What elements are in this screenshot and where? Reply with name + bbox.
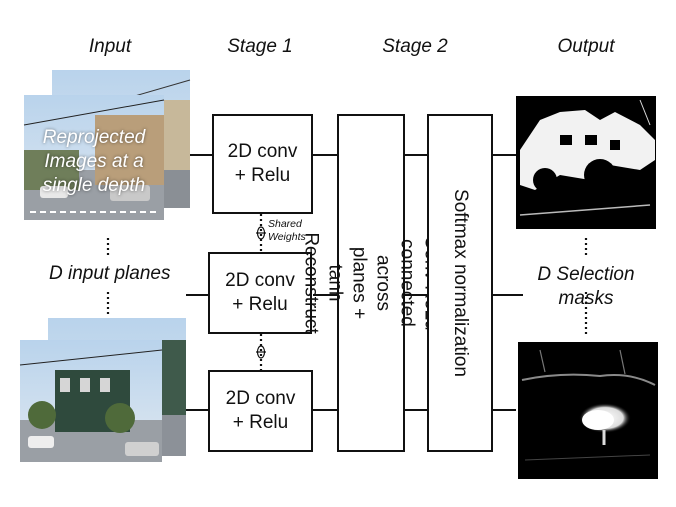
header-input: Input [88,36,132,57]
selection-masks-label: D Selection masks [537,264,635,309]
stage2-conv-box: Conv ReLu connected across planes + tanh… [301,114,442,452]
input-image-caption: Reprojected Images at a single depth [42,127,146,196]
output-mask-bottom [518,342,658,479]
softmax-box: Softmax normalization [427,114,493,452]
conv-box-top: 2D conv + Relu [212,114,313,214]
shared-weights-label: Shared Weights [268,218,306,243]
header-stage2: Stage 2 [382,36,448,57]
input-image-front-top [23,95,165,220]
conv-box-middle: 2D conv + Relu [208,252,312,334]
input-image-front-bottom [19,340,163,462]
stage2-conv-text: Conv ReLu connected across planes + tanh… [301,232,442,334]
header-output: Output [557,36,615,57]
output-mask-top [516,96,656,229]
softmax-text: Softmax normalization [450,189,471,377]
header-stage1: Stage 1 [227,36,293,57]
conv-box-bottom: 2D conv + Relu [208,370,313,452]
input-planes-label: D input planes [49,263,171,284]
